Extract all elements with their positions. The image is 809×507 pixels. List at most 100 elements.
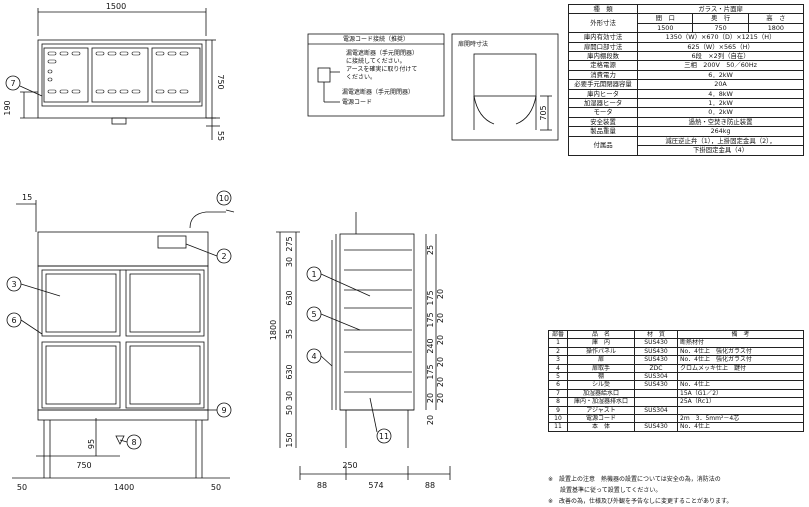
- spec-value: 6．2kW: [637, 69, 804, 81]
- top-bottom-dim: 55: [216, 131, 225, 141]
- spec-row: 外形寸法 間 口 奥 行 高 さ: [567, 13, 805, 34]
- parts-header: 備 考: [677, 329, 804, 340]
- side-rdim-7: 20: [436, 357, 445, 367]
- spec-label: 必要手元開閉器容量: [567, 79, 639, 90]
- parts-cell: 5: [548, 372, 568, 382]
- parts-cell: 庫 内: [567, 338, 635, 348]
- spec-value: 過熱・空焚き防止装置: [637, 116, 804, 128]
- front-view-drawing: [6, 190, 235, 479]
- spec-value: 三相 200V 50／60Hz: [637, 60, 804, 71]
- side-rdim-11: 20: [426, 393, 435, 403]
- side-callout-1: 1: [311, 270, 316, 279]
- spec-label: 加湿器ヒータ: [567, 98, 639, 109]
- parts-cell: 2: [548, 346, 568, 357]
- parts-cell: SUS430: [634, 422, 678, 432]
- side-rdim-6: 240: [426, 338, 435, 353]
- parts-cell: アジャスト: [567, 405, 635, 416]
- front-dim-95: 95: [87, 439, 96, 449]
- spec-value: 6段 ×2列（自在）: [637, 51, 804, 62]
- parts-cell: 本 体: [567, 422, 635, 432]
- spec-label: 庫内棚段数: [567, 51, 639, 62]
- door-box-title: 扉開時寸法: [458, 40, 488, 48]
- spec-label: 定格電源: [567, 60, 639, 71]
- parts-cell: SUS430: [634, 338, 678, 348]
- spec-value: 減圧逆止弁（1），上掛固定金具（2），: [637, 135, 804, 147]
- parts-cell: 扉: [567, 355, 635, 365]
- spec-row: 定格電源三相 200V 50／60Hz: [567, 60, 804, 71]
- side-dim-35: 35: [285, 329, 294, 339]
- side-rdim-9: 175: [426, 364, 435, 379]
- spec-value: 下掛固定金具（4）: [637, 145, 804, 156]
- parts-cell: 15A（G1／2）: [677, 388, 804, 399]
- cord-box-drawing: [307, 33, 445, 117]
- parts-header: 材 質: [634, 329, 678, 340]
- note-line: 設置基準に従って設置してください。: [548, 487, 662, 494]
- spec-row: 安全装置過熱・空焚き防止装置: [567, 116, 804, 128]
- spec-col-head: 間 口: [637, 13, 694, 24]
- parts-cell: SUS430: [634, 346, 678, 357]
- parts-cell: 棚: [567, 372, 635, 382]
- side-callout-11: 11: [379, 432, 389, 441]
- spec-label: 製品重量: [567, 126, 639, 137]
- spec-value: 264kg: [637, 126, 804, 137]
- cord-box-note-2: に接続してください。: [346, 57, 406, 65]
- spec-label: 付属品: [567, 135, 639, 156]
- parts-cell: 断熱材付: [677, 338, 804, 348]
- parts-cell: 6: [548, 380, 568, 390]
- top-offset-dim: 190: [3, 100, 12, 115]
- parts-cell: 25A（Rc1）: [677, 397, 804, 407]
- side-view-drawing: [276, 212, 451, 480]
- note-line: ※ 改善の為，仕様及び外観を予告なしに変更することがあります。: [548, 498, 733, 505]
- spec-label: 扉開口部寸法: [567, 41, 639, 53]
- cord-box-note-4: ください。: [346, 74, 376, 81]
- spec-label: 安全装置: [567, 116, 639, 128]
- side-bdim-off: 250: [342, 461, 357, 470]
- side-dim-30a: 30: [285, 257, 294, 267]
- parts-cell: [677, 405, 804, 416]
- front-dim-1400: 1400: [114, 483, 134, 492]
- parts-cell: [634, 397, 678, 407]
- spec-label: 庫内有効寸法: [567, 32, 639, 43]
- top-depth-dim: 750: [216, 74, 225, 89]
- door-box-drawing: [451, 33, 559, 141]
- spec-value: 1．2kW: [637, 98, 804, 109]
- parts-cell: [634, 414, 678, 424]
- top-view-drawing: [5, 8, 220, 140]
- top-width-dim: 1500: [106, 2, 126, 11]
- notes: ※ 設置上の注意 熱機器の設置については安全の為，消防法の 設置基準に従って設置…: [548, 474, 806, 507]
- side-rdim-12: 20: [426, 415, 435, 425]
- parts-cell: 8: [548, 397, 568, 407]
- spec-table: 種 類 ガラス・片面扉 外形寸法 間 口 奥 行 高 さ 1500 750 18…: [567, 3, 805, 156]
- parts-cell: 2m 3．5mm²－4芯: [677, 414, 804, 424]
- parts-cell: シル受: [567, 380, 635, 390]
- spec-value: ガラス・片面扉: [637, 3, 804, 15]
- spec-value: 625（W）×565（H）: [637, 41, 804, 53]
- parts-cell: No．4仕上: [677, 422, 804, 432]
- side-rdim-4: 175: [426, 312, 435, 327]
- front-callout-9: 9: [221, 406, 226, 415]
- parts-cell: 4: [548, 363, 568, 374]
- spec-col-val: 750: [692, 22, 749, 34]
- spec-label: 外形寸法: [567, 13, 639, 34]
- parts-cell: 庫内・加湿器排水口: [567, 397, 635, 407]
- parts-cell: SUS304: [634, 372, 678, 382]
- front-callout-8: 8: [131, 438, 136, 447]
- side-rdim-5: 20: [436, 335, 445, 345]
- spec-row: 下掛固定金具（4）: [569, 145, 804, 156]
- cord-box-cord-label: 電源コード: [342, 98, 372, 106]
- front-dim-750: 750: [76, 461, 91, 470]
- spec-row: 付属品 減圧逆止弁（1），上掛固定金具（2），: [567, 135, 804, 156]
- spec-label: モータ: [567, 107, 639, 118]
- cord-box-breaker-label: 漏電遮断器（手元開閉器）: [342, 88, 414, 96]
- spec-value: 20A: [637, 79, 804, 90]
- spec-col-head: 奥 行: [692, 13, 749, 24]
- parts-cell: 電源コード: [567, 414, 635, 424]
